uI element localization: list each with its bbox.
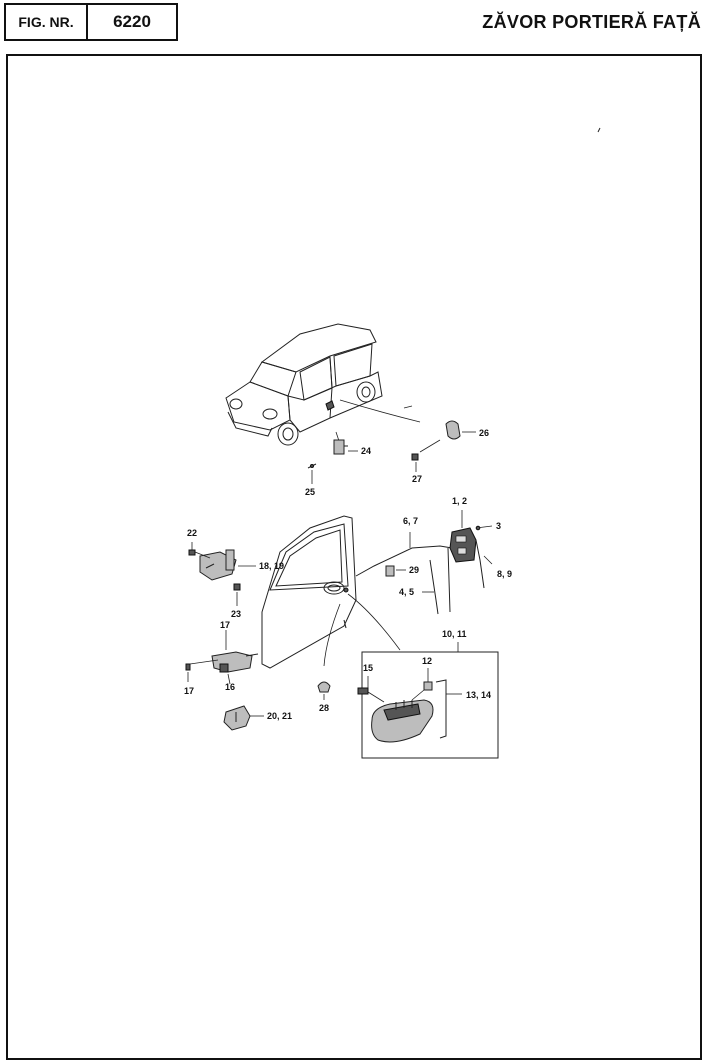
part-26-latch-cover bbox=[419, 420, 476, 453]
callout-17-left: 17 bbox=[184, 686, 194, 696]
callout-26: 26 bbox=[479, 428, 489, 438]
car-illustration bbox=[225, 323, 383, 446]
page-title: ZĂVOR PORTIERĂ FAȚĂ bbox=[482, 12, 701, 32]
callout-12: 12 bbox=[422, 656, 432, 666]
part-17-pin bbox=[185, 659, 219, 682]
callout-15: 15 bbox=[363, 663, 373, 673]
callout-27: 27 bbox=[412, 474, 422, 484]
part-10-11-outside-handle bbox=[371, 699, 434, 743]
part-23-bolt bbox=[233, 583, 241, 606]
callout-13-14: 13, 14 bbox=[466, 690, 491, 700]
callout-8-9: 8, 9 bbox=[497, 569, 512, 579]
part-1-2-door-latch bbox=[449, 510, 477, 563]
leader-line bbox=[339, 399, 421, 423]
stray-mark bbox=[597, 127, 601, 133]
part-20-21-door-check bbox=[223, 705, 264, 731]
front-door-panel bbox=[261, 515, 357, 669]
callout-22: 22 bbox=[187, 528, 197, 538]
part-27-bolt bbox=[411, 453, 419, 472]
callout-17-top: 17 bbox=[220, 620, 230, 630]
rod-line bbox=[347, 593, 401, 651]
part-12-clip bbox=[411, 668, 433, 701]
callout-4-5: 4, 5 bbox=[399, 587, 414, 597]
callout-25: 25 bbox=[305, 487, 315, 497]
part-24-striker bbox=[333, 439, 358, 455]
callout-29: 29 bbox=[409, 565, 419, 575]
part-13-14-rod bbox=[435, 679, 462, 739]
diagram-frame bbox=[6, 54, 702, 1060]
callout-1-2: 1, 2 bbox=[452, 496, 467, 506]
callout-10-11: 10, 11 bbox=[442, 629, 467, 639]
callout-6-7: 6, 7 bbox=[403, 516, 418, 526]
handle-assembly-box bbox=[361, 651, 499, 759]
callout-24: 24 bbox=[361, 446, 371, 456]
part-28-grommet bbox=[317, 681, 331, 700]
part-4-5-rod bbox=[422, 547, 451, 615]
callout-28: 28 bbox=[319, 703, 329, 713]
callout-16: 16 bbox=[225, 682, 235, 692]
part-15-bolt bbox=[357, 676, 385, 703]
part-3-screw bbox=[475, 525, 493, 531]
part-25-screw bbox=[307, 463, 317, 484]
callout-23: 23 bbox=[231, 609, 241, 619]
part-22-bolt bbox=[188, 542, 211, 559]
part-8-9-rod bbox=[475, 539, 493, 589]
part-16-lower-hinge bbox=[211, 651, 259, 685]
callout-20-21: 20, 21 bbox=[267, 711, 292, 721]
callout-3: 3 bbox=[496, 521, 501, 531]
callout-18-19: 18, 19 bbox=[259, 561, 284, 571]
part-6-7-rod bbox=[355, 532, 453, 577]
part-18-19-upper-hinge bbox=[199, 549, 256, 581]
part-29-clip bbox=[385, 565, 406, 577]
fig-number-value: 6220 bbox=[86, 3, 178, 41]
